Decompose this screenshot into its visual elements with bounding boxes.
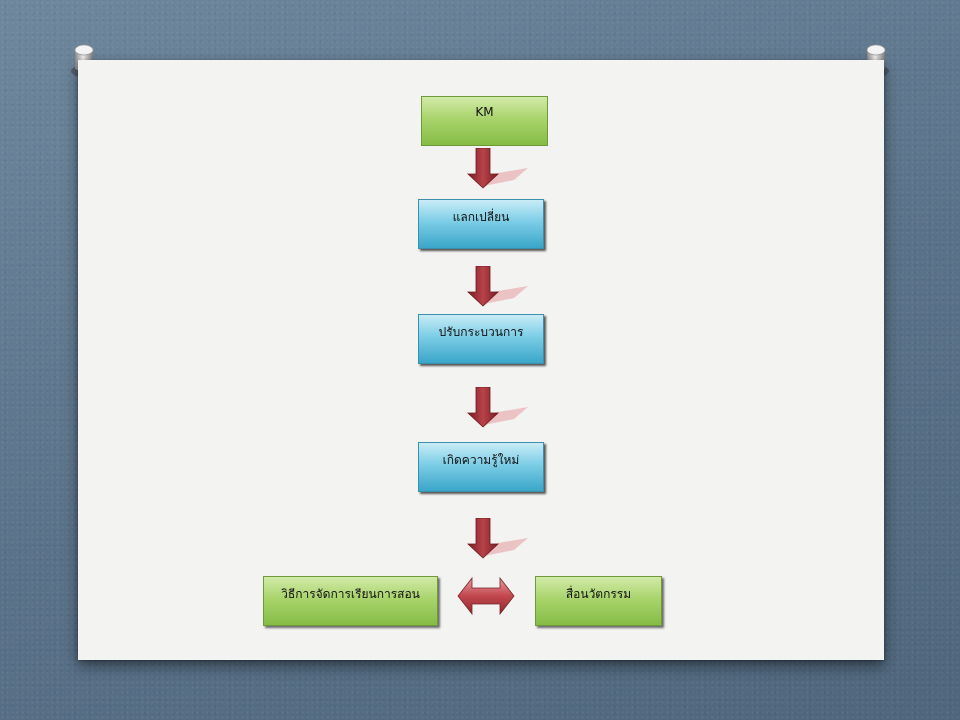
double-arrow-icon	[457, 576, 515, 616]
node-innovative-media[interactable]: สื่อนวัตกรรม	[535, 576, 662, 626]
down-arrow-icon	[466, 518, 528, 559]
node-new-knowledge[interactable]: เกิดความรู้ใหม่	[418, 442, 544, 492]
node-innovative-media-label: สื่อนวัตกรรม	[565, 587, 632, 601]
node-improve-process-label: ปรับกระบวนการ	[438, 325, 524, 339]
node-teaching-method-label: วิธีการจัดการเรียนการสอน	[281, 587, 420, 601]
node-improve-process[interactable]: ปรับกระบวนการ	[418, 314, 544, 364]
down-arrow-icon	[466, 387, 528, 428]
node-new-knowledge-label: เกิดความรู้ใหม่	[442, 453, 520, 467]
node-teaching-method[interactable]: วิธีการจัดการเรียนการสอน	[263, 576, 438, 626]
node-km[interactable]: KM	[421, 96, 548, 146]
down-arrow-icon	[466, 266, 528, 307]
down-arrow-icon	[466, 148, 528, 189]
node-exchange[interactable]: แลกเปลี่ยน	[418, 199, 544, 249]
node-exchange-label: แลกเปลี่ยน	[452, 210, 510, 224]
node-km-label: KM	[475, 105, 494, 119]
